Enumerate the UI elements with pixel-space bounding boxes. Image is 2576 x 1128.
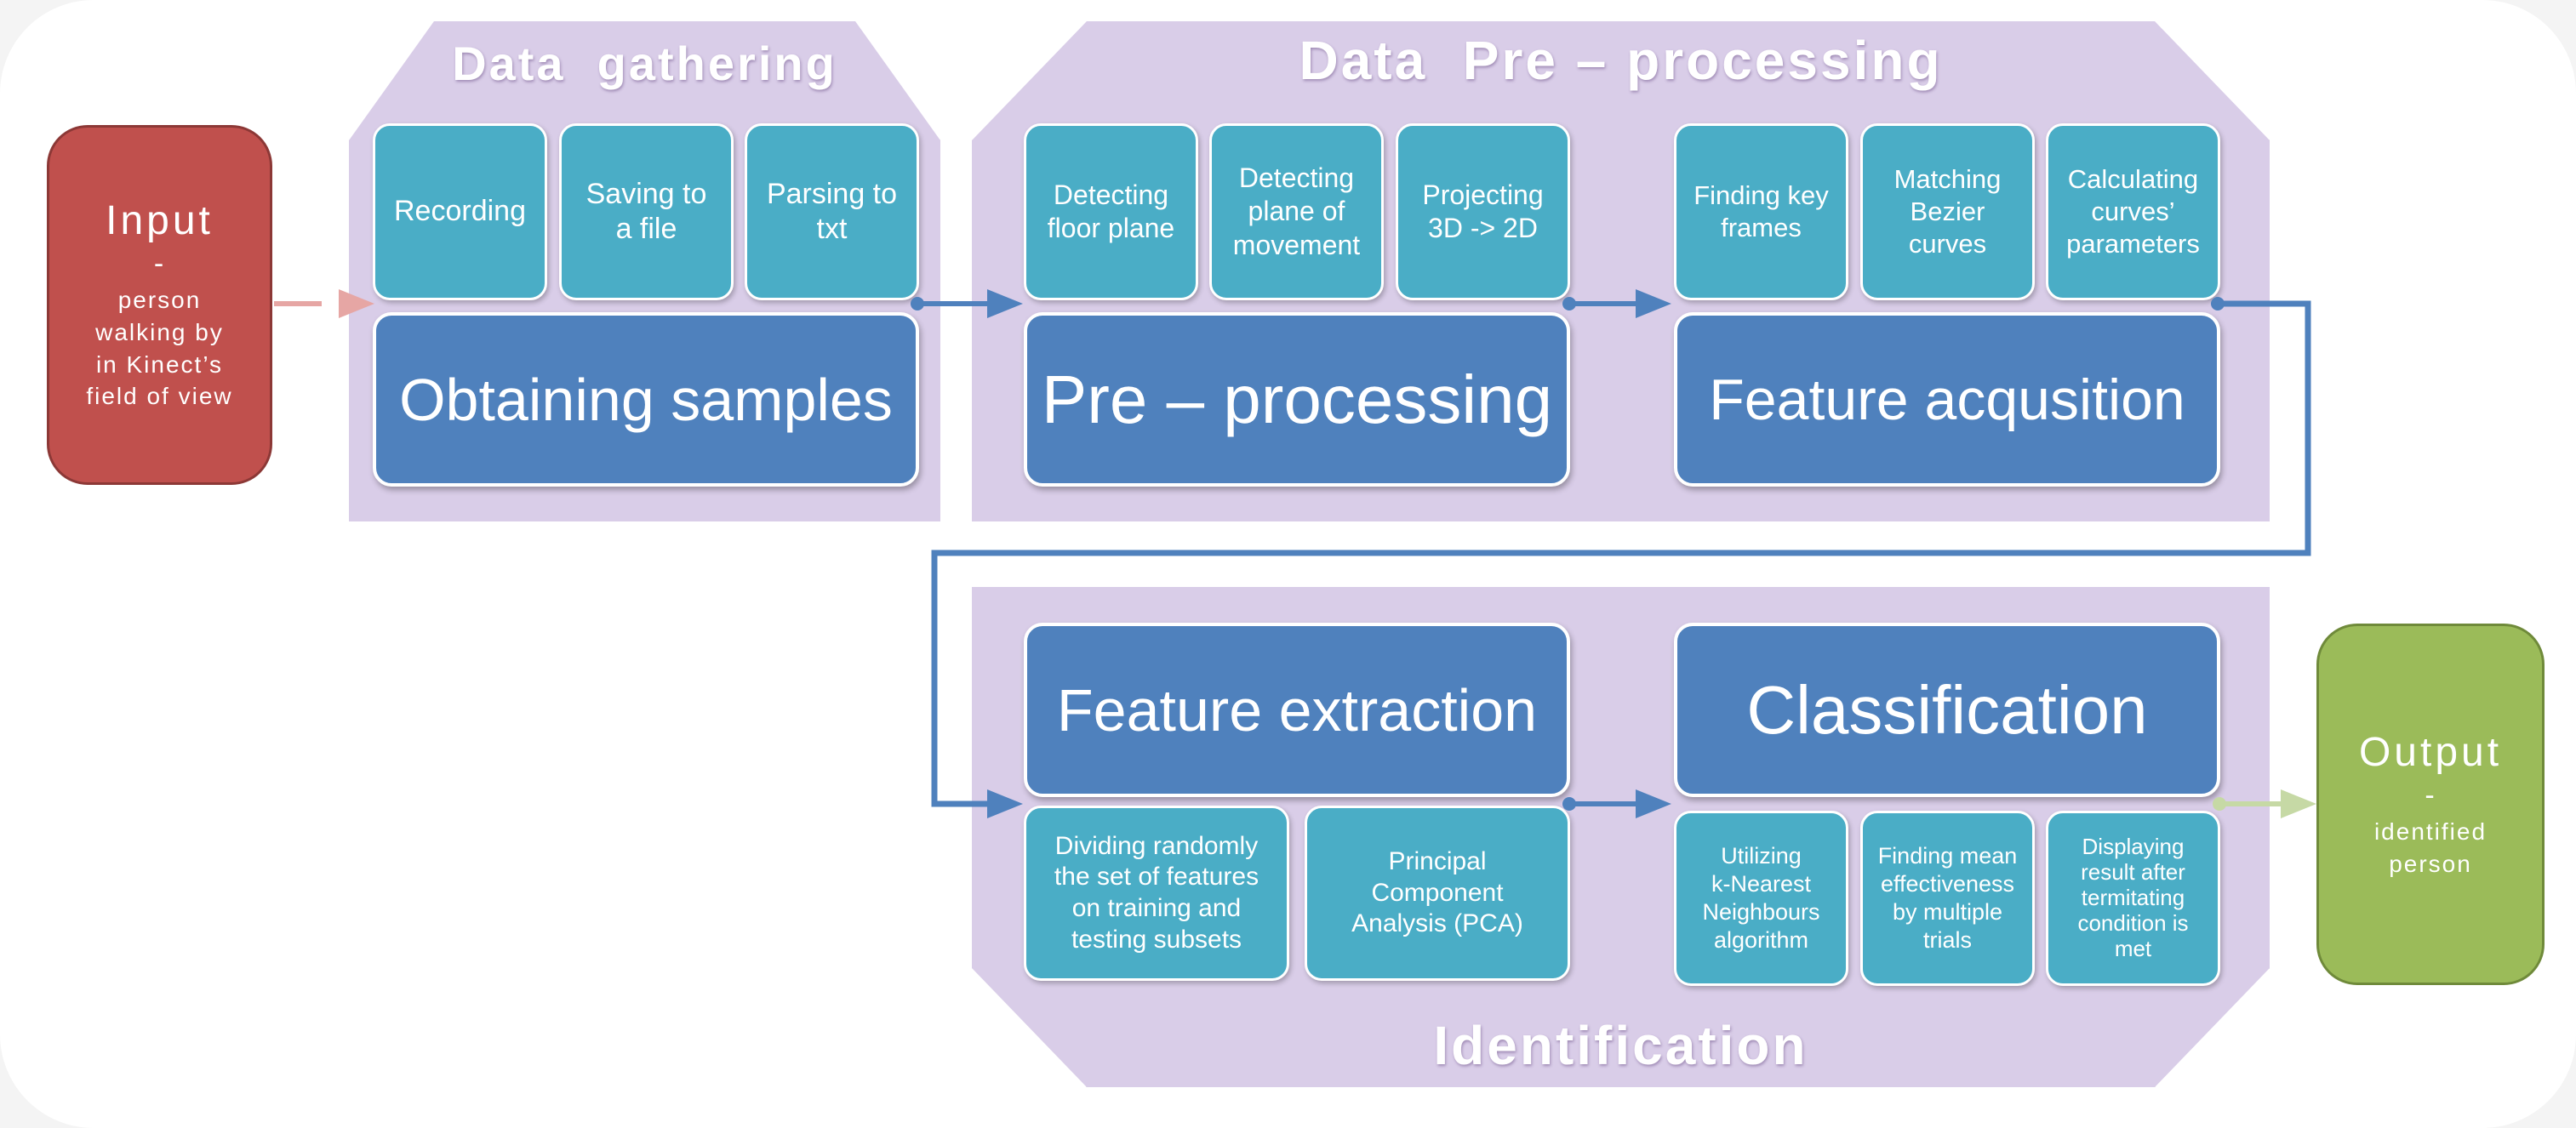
step-detecting-plane-of-movement: Detecting plane of movement (1209, 123, 1384, 300)
step-projecting-line: Projecting (1422, 179, 1544, 210)
group-title-data-preprocessing: Data Pre – processing (1299, 30, 1943, 91)
step-pca-line: Component (1371, 878, 1504, 907)
step-parsing-to-txt: Parsing to txt (745, 123, 919, 300)
step-recording: Recording (373, 123, 547, 300)
step-projecting-line: 3D -> 2D (1428, 213, 1538, 243)
arrowhead-input (339, 289, 374, 318)
step-display-line: met (2114, 935, 2152, 961)
stage-pre-processing: Pre – processing (1024, 312, 1570, 487)
step-bezier-line: Matching (1893, 164, 2002, 195)
step-dividing-line: on training and (1071, 894, 1242, 922)
output-title: Output (2358, 729, 2503, 775)
group-title-identification: Identification (1433, 1015, 1808, 1076)
step-bezier-line: Bezier (1910, 197, 1985, 227)
step-bezier-line: curves (1908, 228, 1987, 259)
input-line-2: walking by (95, 318, 224, 345)
input-line-1: person (117, 286, 202, 313)
step-recording-line: Recording (394, 195, 526, 228)
step-keyframes-line: frames (1721, 213, 1802, 242)
step-pca-line: Principal (1388, 847, 1487, 876)
step-knn: Utilizing k-Nearest Neighbours algorithm (1674, 811, 1848, 986)
step-calculating-curve-parameters: Calculating curves’ parameters (2046, 123, 2220, 300)
arrow-dot (1562, 797, 1576, 811)
stage-feature-acquisition: Feature acqusition (1674, 312, 2220, 487)
input-line-4: field of view (86, 383, 233, 410)
step-mean-line: by multiple (1892, 899, 2003, 925)
arrowhead-output (2281, 789, 2316, 818)
step-display-line: termitating (2081, 885, 2185, 911)
step-mean-effectiveness: Finding mean effectiveness by multiple t… (1860, 811, 2035, 986)
step-matching-bezier-curves: Matching Bezier curves (1860, 123, 2035, 300)
step-dividing-line: testing subsets (1071, 925, 1242, 954)
arrow-dot (911, 297, 924, 310)
step-detecting-floor-plane: Detecting floor plane (1024, 123, 1198, 300)
output-line-2: person (2389, 850, 2472, 877)
step-display-line: result after (2081, 859, 2185, 886)
step-saving-line: Saving to (585, 177, 707, 210)
step-mean-line: Finding mean (1877, 843, 2018, 869)
step-knn-line: algorithm (1713, 926, 1809, 953)
step-plane-line: Detecting (1238, 162, 1355, 194)
step-projecting-3d-2d: Projecting 3D -> 2D (1396, 123, 1570, 300)
step-finding-key-frames: Finding key frames (1674, 123, 1848, 300)
step-knn-line: Utilizing (1721, 843, 1802, 869)
output-box: Output - identified person (2316, 624, 2545, 985)
arrowhead (987, 289, 1023, 318)
step-display-line: Displaying (2082, 834, 2185, 860)
step-dividing-line: Dividing randomly (1054, 831, 1259, 860)
output-line-1: identified (2373, 818, 2487, 845)
input-line-3: in Kinect’s (95, 350, 224, 378)
step-dividing-randomly: Dividing randomly the set of features on… (1024, 806, 1289, 981)
step-floor-line: floor plane (1047, 213, 1175, 243)
arrow-dot (2211, 297, 2225, 310)
step-pca: Principal Component Analysis (PCA) (1305, 806, 1570, 981)
step-saving-to-file: Saving to a file (559, 123, 734, 300)
step-params-line: parameters (2066, 228, 2200, 259)
step-pca-line: Analysis (PCA) (1351, 909, 1523, 938)
input-box: Input - person walking by in Kinect’s fi… (47, 125, 272, 485)
arrow-dot (2213, 797, 2226, 811)
step-dividing-line: the set of features (1054, 863, 1259, 892)
stage-classification: Classification (1674, 623, 2220, 797)
input-dash: - (153, 247, 166, 280)
step-parsing-line: txt (816, 213, 848, 245)
step-params-line: curves’ (2091, 197, 2175, 227)
step-params-line: Calculating (2067, 164, 2199, 195)
step-mean-line: trials (1922, 926, 1972, 953)
arrowhead (987, 789, 1023, 818)
step-displaying-result: Displaying result after termitating cond… (2046, 811, 2220, 986)
arrow-acquisition-to-extraction (931, 300, 2311, 807)
input-title: Input (106, 197, 214, 243)
step-plane-line: movement (1232, 229, 1361, 260)
step-parsing-line: Parsing to (766, 177, 898, 210)
step-knn-line: k-Nearest (1711, 871, 1812, 897)
output-dash: - (2425, 778, 2436, 812)
stage-feature-extraction: Feature extraction (1024, 623, 1570, 797)
arrowhead (1636, 789, 1671, 818)
step-floor-line: Detecting (1053, 179, 1169, 210)
stage-obtaining-samples: Obtaining samples (373, 312, 919, 487)
step-mean-line: effectiveness (1880, 871, 2015, 897)
step-display-line: condition is (2077, 909, 2189, 936)
group-title-data-gathering: Data gathering (452, 37, 837, 90)
arrow-dot (1562, 297, 1576, 310)
arrowhead (1636, 289, 1671, 318)
step-saving-line: a file (615, 213, 677, 245)
step-knn-line: Neighbours (1702, 899, 1820, 925)
step-keyframes-line: Finding key (1694, 180, 1829, 211)
step-plane-line: plane of (1248, 196, 1345, 227)
